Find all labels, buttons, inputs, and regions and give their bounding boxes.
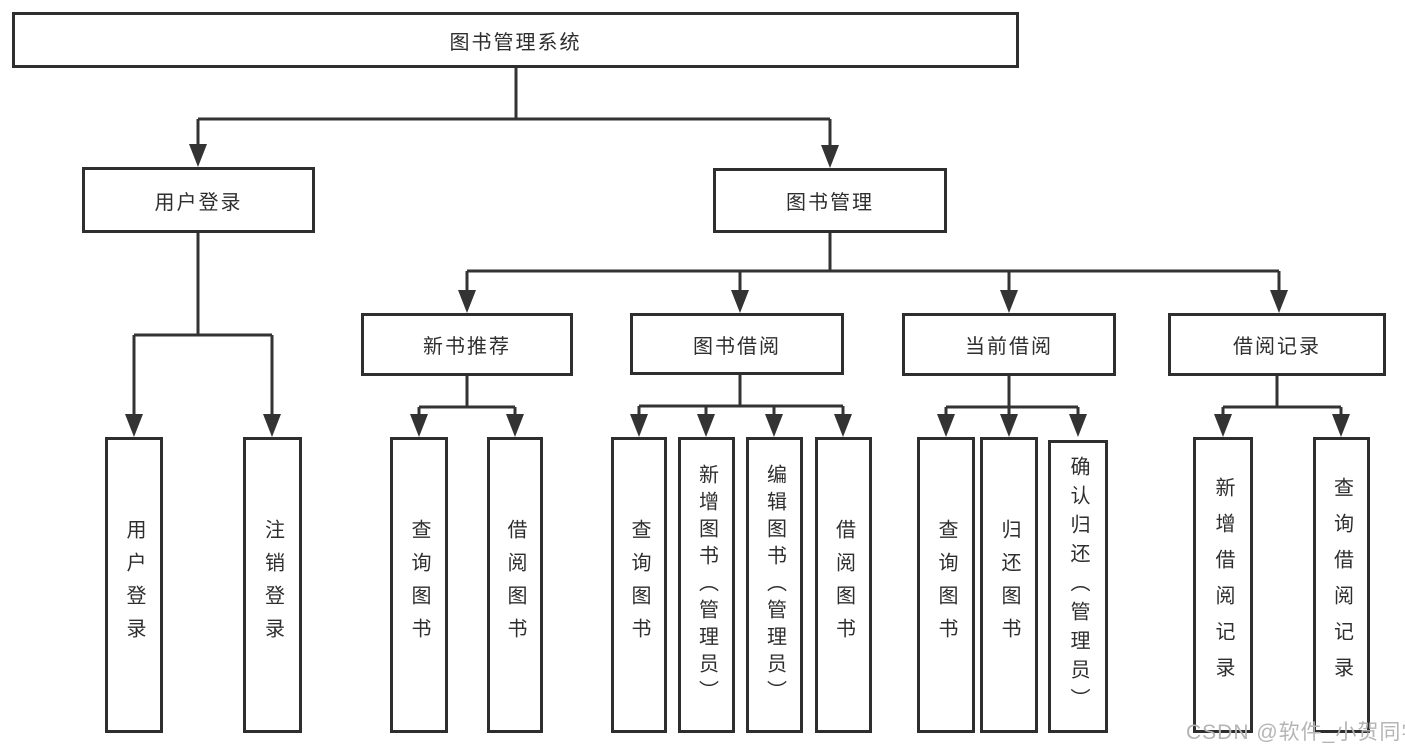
node-book-management: 图书管理 xyxy=(713,168,947,233)
leaf-query-books-current: 查询图书 xyxy=(917,437,975,733)
leaf-query-borrow-record: 查询借阅记录 xyxy=(1313,437,1370,733)
leaf-query-books-borrowing: 查询图书 xyxy=(611,437,667,733)
node-current-borrowing: 当前借阅 xyxy=(902,313,1116,376)
leaf-borrow-book-borrowing: 借阅图书 xyxy=(815,437,872,733)
leaf-add-borrow-record: 新增借阅记录 xyxy=(1193,437,1253,733)
leaf-confirm-return-admin: 确认归还（管理员） xyxy=(1048,440,1108,733)
leaf-add-book-admin: 新增图书（管理员） xyxy=(678,437,735,733)
node-borrowing-records: 借阅记录 xyxy=(1168,313,1386,376)
node-new-book-recommend: 新书推荐 xyxy=(361,313,573,376)
leaf-borrow-book-recommend: 借阅图书 xyxy=(487,437,543,733)
leaf-user-login: 用户登录 xyxy=(105,437,163,733)
watermark: CSDN @软件_小贺同学 xyxy=(1186,721,1405,744)
node-book-borrowing: 图书借阅 xyxy=(630,313,844,375)
leaf-edit-book-admin: 编辑图书（管理员） xyxy=(746,437,803,733)
leaf-logout: 注销登录 xyxy=(243,437,302,733)
node-library-management-system: 图书管理系统 xyxy=(12,12,1019,68)
leaf-return-book: 归还图书 xyxy=(980,437,1038,733)
node-user-login: 用户登录 xyxy=(82,167,315,233)
arrowheads xyxy=(125,144,1350,437)
leaf-query-books-recommend: 查询图书 xyxy=(390,437,448,733)
